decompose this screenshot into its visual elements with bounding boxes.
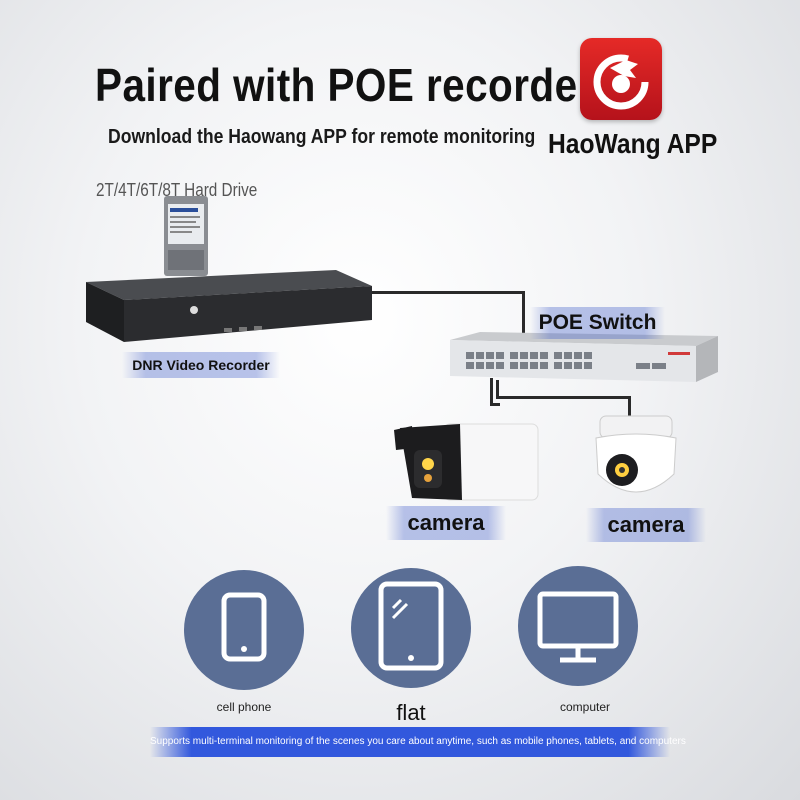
cable-line — [496, 380, 499, 398]
recorder-label: DNR Video Recorder — [122, 352, 280, 378]
device-label-tablet: flat — [396, 700, 426, 725]
cable-line — [628, 396, 631, 420]
poe-switch-device — [446, 330, 722, 384]
app-label: HaoWang APP — [548, 128, 718, 159]
dome-camera-device — [594, 414, 678, 506]
cable-line — [496, 396, 630, 399]
video-recorder-device — [84, 264, 374, 344]
monitor-icon — [518, 566, 638, 686]
hard-drive-icon — [162, 196, 212, 278]
hard-drive-label: 2T/4T/6T/8T Hard Drive — [96, 180, 258, 200]
device-label-computer: computer — [559, 700, 611, 714]
page-subtitle: Download the Haowang APP for remote moni… — [108, 126, 536, 148]
cable-line — [490, 403, 500, 406]
cable-line — [490, 378, 493, 406]
feature-banner: Supports multi-terminal monitoring of th… — [150, 727, 686, 757]
haowang-app-icon — [580, 38, 662, 120]
page-title: Paired with POE recorder — [95, 59, 594, 111]
tablet-icon — [351, 568, 471, 688]
cable-line — [372, 291, 524, 294]
device-label-phone: cell phone — [216, 700, 272, 714]
bullet-camera-device — [392, 420, 540, 504]
poe-switch-label: POE Switch — [530, 307, 665, 339]
cell-phone-icon — [184, 570, 304, 690]
cable-line — [522, 291, 525, 335]
camera-label: camera — [586, 508, 706, 542]
camera-label: camera — [386, 506, 506, 540]
